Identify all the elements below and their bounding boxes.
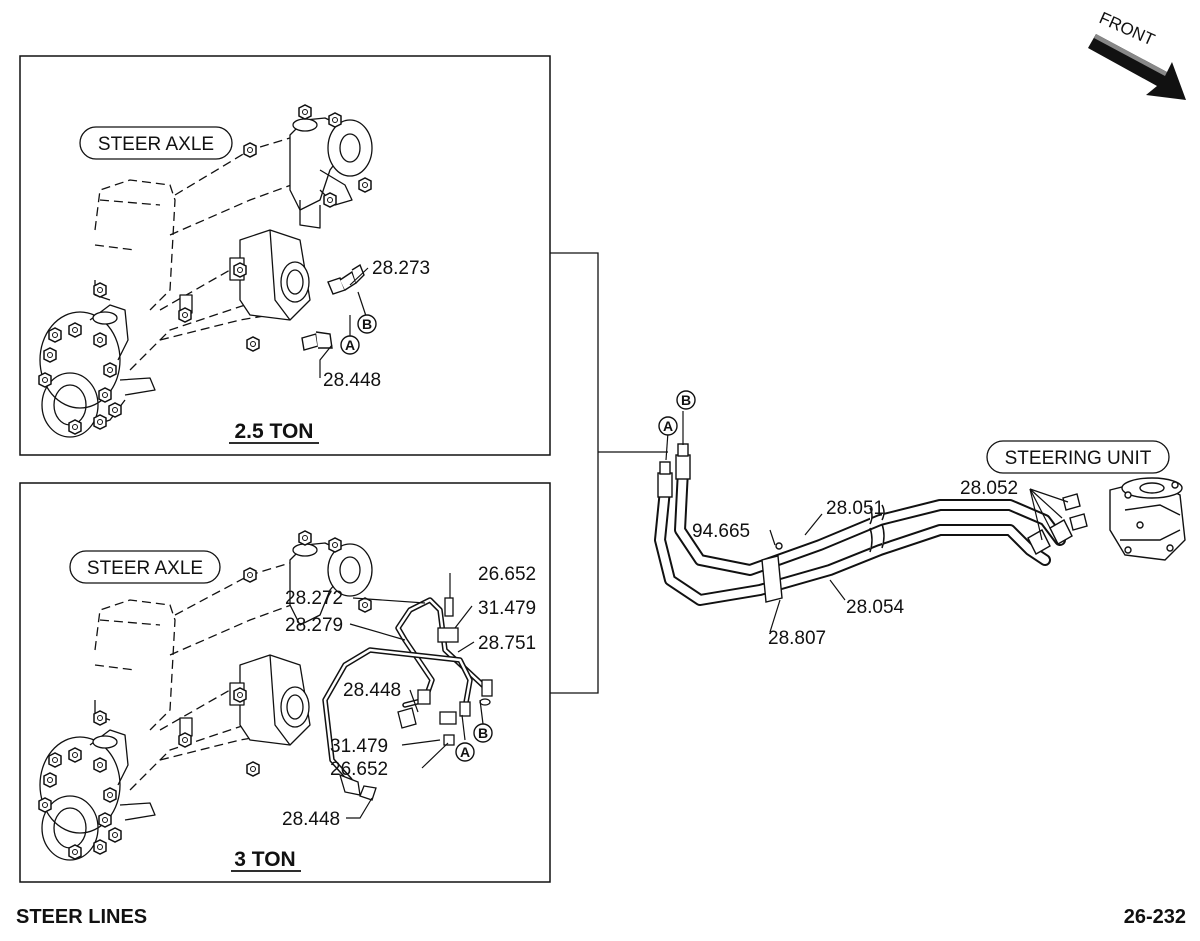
steering-unit-label: STEERING UNIT [986, 440, 1170, 474]
svg-text:3 TON: 3 TON [234, 848, 295, 871]
svg-text:STEER AXLE: STEER AXLE [98, 134, 214, 155]
svg-text:B: B [478, 725, 488, 741]
callout-b-steering: B [676, 390, 696, 410]
panel-connector-bracket [550, 252, 668, 694]
callout-b-bottom: B [473, 723, 493, 743]
fitting-28-448-top [301, 331, 333, 351]
svg-text:A: A [345, 337, 355, 353]
part-28-448-bottom: 28.448 [282, 809, 340, 830]
part-94-665: 94.665 [692, 521, 750, 542]
hose-break-marks [869, 504, 885, 553]
callout-a-top: A [340, 335, 360, 355]
part-28-051: 28.051 [826, 498, 884, 519]
svg-text:2.5 TON: 2.5 TON [235, 420, 314, 443]
part-28-054: 28.054 [846, 597, 905, 618]
part-31-479-top: 31.479 [478, 598, 536, 619]
svg-text:B: B [362, 316, 372, 332]
panel-2-5-ton-frame [19, 55, 551, 456]
footer-page-number: 26-232 [1123, 906, 1186, 928]
callout-b-top: B [357, 314, 377, 334]
panel-3-ton-frame [19, 482, 551, 883]
callout-a-bottom: A [455, 742, 475, 762]
tube-clamps-bottom [339, 597, 493, 801]
part-28-807: 28.807 [768, 628, 826, 649]
leaders-bottom [346, 573, 484, 819]
svg-text:STEERING UNIT: STEERING UNIT [1005, 448, 1152, 469]
panel-title-3-ton: 3 TON [231, 848, 301, 872]
fitting-28-273-top [327, 263, 365, 295]
steer-axle-label-top: STEER AXLE [79, 126, 233, 160]
hose-end-fittings [657, 443, 1088, 555]
svg-text:B: B [681, 392, 691, 408]
svg-text:A: A [460, 744, 470, 760]
svg-text:STEER AXLE: STEER AXLE [87, 558, 203, 579]
part-31-479-bottom: 31.479 [330, 736, 388, 757]
steering-unit-body [1109, 477, 1186, 561]
leaders-right [665, 411, 1069, 633]
panel-title-2-5-ton: 2.5 TON [229, 420, 319, 444]
part-28-279: 28.279 [285, 615, 343, 636]
steer-axle-drawing-top [39, 117, 373, 438]
part-28-448: 28.448 [323, 370, 381, 391]
part-28-052: 28.052 [960, 478, 1018, 499]
steer-axle-drawing-bottom [39, 542, 373, 861]
svg-text:A: A [663, 418, 673, 434]
part-28-273: 28.273 [372, 258, 430, 279]
front-arrow: FRONT [1088, 8, 1186, 100]
steer-axle-label-bottom: STEER AXLE [69, 550, 221, 584]
part-26-652-bottom: 26.652 [330, 759, 388, 780]
hose-clamp-28-807 [761, 542, 783, 603]
part-28-272: 28.272 [285, 588, 343, 609]
part-26-652-top: 26.652 [478, 564, 536, 585]
part-28-751: 28.751 [478, 633, 536, 654]
footer-title: STEER LINES [16, 906, 148, 928]
leaders-top [319, 267, 369, 378]
part-28-448-mid: 28.448 [343, 680, 401, 701]
callout-a-steering: A [658, 416, 678, 436]
